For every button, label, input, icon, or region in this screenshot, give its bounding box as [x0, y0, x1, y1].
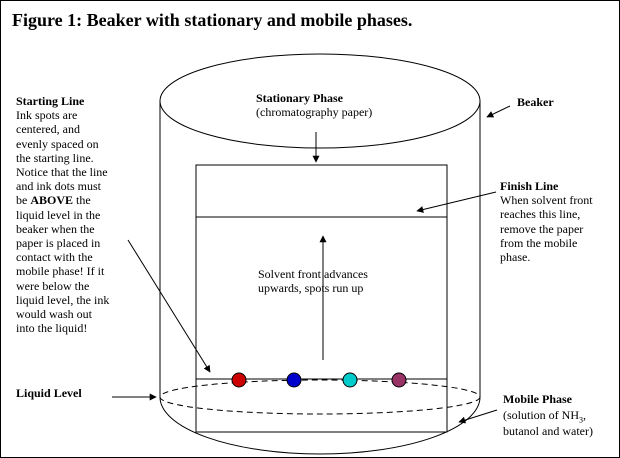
finish-line-text: phase.	[500, 250, 531, 265]
finish-line-callout: Finish Line When solvent front reaches t…	[500, 179, 593, 264]
starting-line-text: contact with the	[16, 250, 93, 265]
beaker-label: Beaker	[517, 95, 554, 109]
beaker-arrow	[486, 105, 511, 118]
finish-line-text: reaches this line,	[500, 207, 581, 222]
starting-line-heading: Starting Line	[16, 94, 85, 108]
liquid-level-label: Liquid Level	[16, 386, 82, 400]
starting-line-text: evenly spaced on	[16, 136, 99, 151]
mobile-phase-text: (solution of NH3,	[503, 407, 593, 425]
mobile-phase-heading: Mobile Phase	[503, 392, 572, 406]
blue-ink-spot	[286, 372, 302, 388]
finish-line-text: from the mobile	[500, 235, 578, 250]
solvent-front-callout: Solvent front advances upwards, spots ru…	[258, 267, 368, 295]
mobile-phase-comma: ,	[583, 408, 586, 422]
starting-line-text: liquid level, the ink	[16, 292, 110, 307]
starting-line-text: beaker when the	[16, 221, 95, 236]
starting-line-text: would wash out	[16, 307, 92, 322]
solvent-front-text: upwards, spots run up	[258, 281, 364, 296]
above-emphasis: ABOVE	[30, 193, 74, 208]
solvent-front-text: Solvent front advances	[258, 267, 368, 281]
starting-line-text: the starting line.	[16, 150, 94, 165]
starting-line-arrow	[127, 239, 211, 373]
finish-line-text: remove the paper	[500, 221, 584, 236]
mobile-phase-formula-text: (solution of NH	[503, 408, 579, 422]
starting-line-text: Notice that the line	[16, 165, 108, 180]
liquid-surface	[159, 379, 481, 415]
mobile-phase-arrow	[458, 409, 498, 424]
starting-line-callout: Starting Line Ink spots are centered, an…	[16, 94, 109, 335]
mobile-phase-text: butanol and water)	[503, 424, 593, 438]
starting-line-text: liquid level in the	[16, 207, 101, 222]
finish-line-arrow	[416, 191, 497, 213]
starting-line-text: into the liquid!	[16, 321, 88, 336]
stationary-phase-callout: Stationary Phase (chromatography paper)	[256, 91, 372, 119]
starting-line-text: centered, and	[16, 122, 80, 137]
be-word: be	[16, 193, 28, 208]
purple-ink-spot	[391, 372, 407, 388]
red-ink-spot	[231, 372, 247, 388]
starting-line-text: be ABOVE the	[16, 193, 109, 207]
starting-line-text: were below the	[16, 278, 90, 293]
mobile-phase-callout: Mobile Phase (solution of NH3, butanol a…	[503, 391, 593, 439]
starting-line-text: mobile phase! If it	[16, 264, 105, 279]
stationary-phase-heading: Stationary Phase	[256, 91, 343, 105]
starting-line-text: Ink spots are	[16, 108, 78, 123]
finish-line-text: When solvent front	[500, 193, 593, 208]
cyan-ink-spot	[342, 372, 358, 388]
stationary-phase-detail: (chromatography paper)	[256, 105, 373, 120]
finish-line-heading: Finish Line	[500, 179, 559, 193]
ink-spots	[231, 372, 407, 388]
ammonia-subscript: 3	[579, 415, 583, 425]
starting-line-text: paper is placed in	[16, 236, 101, 251]
chromatography-paper	[195, 164, 448, 433]
figure-title: Figure 1: Beaker with stationary and mob…	[12, 10, 413, 30]
starting-line-text: and ink dots must	[16, 179, 102, 194]
the-word: the	[76, 193, 91, 208]
